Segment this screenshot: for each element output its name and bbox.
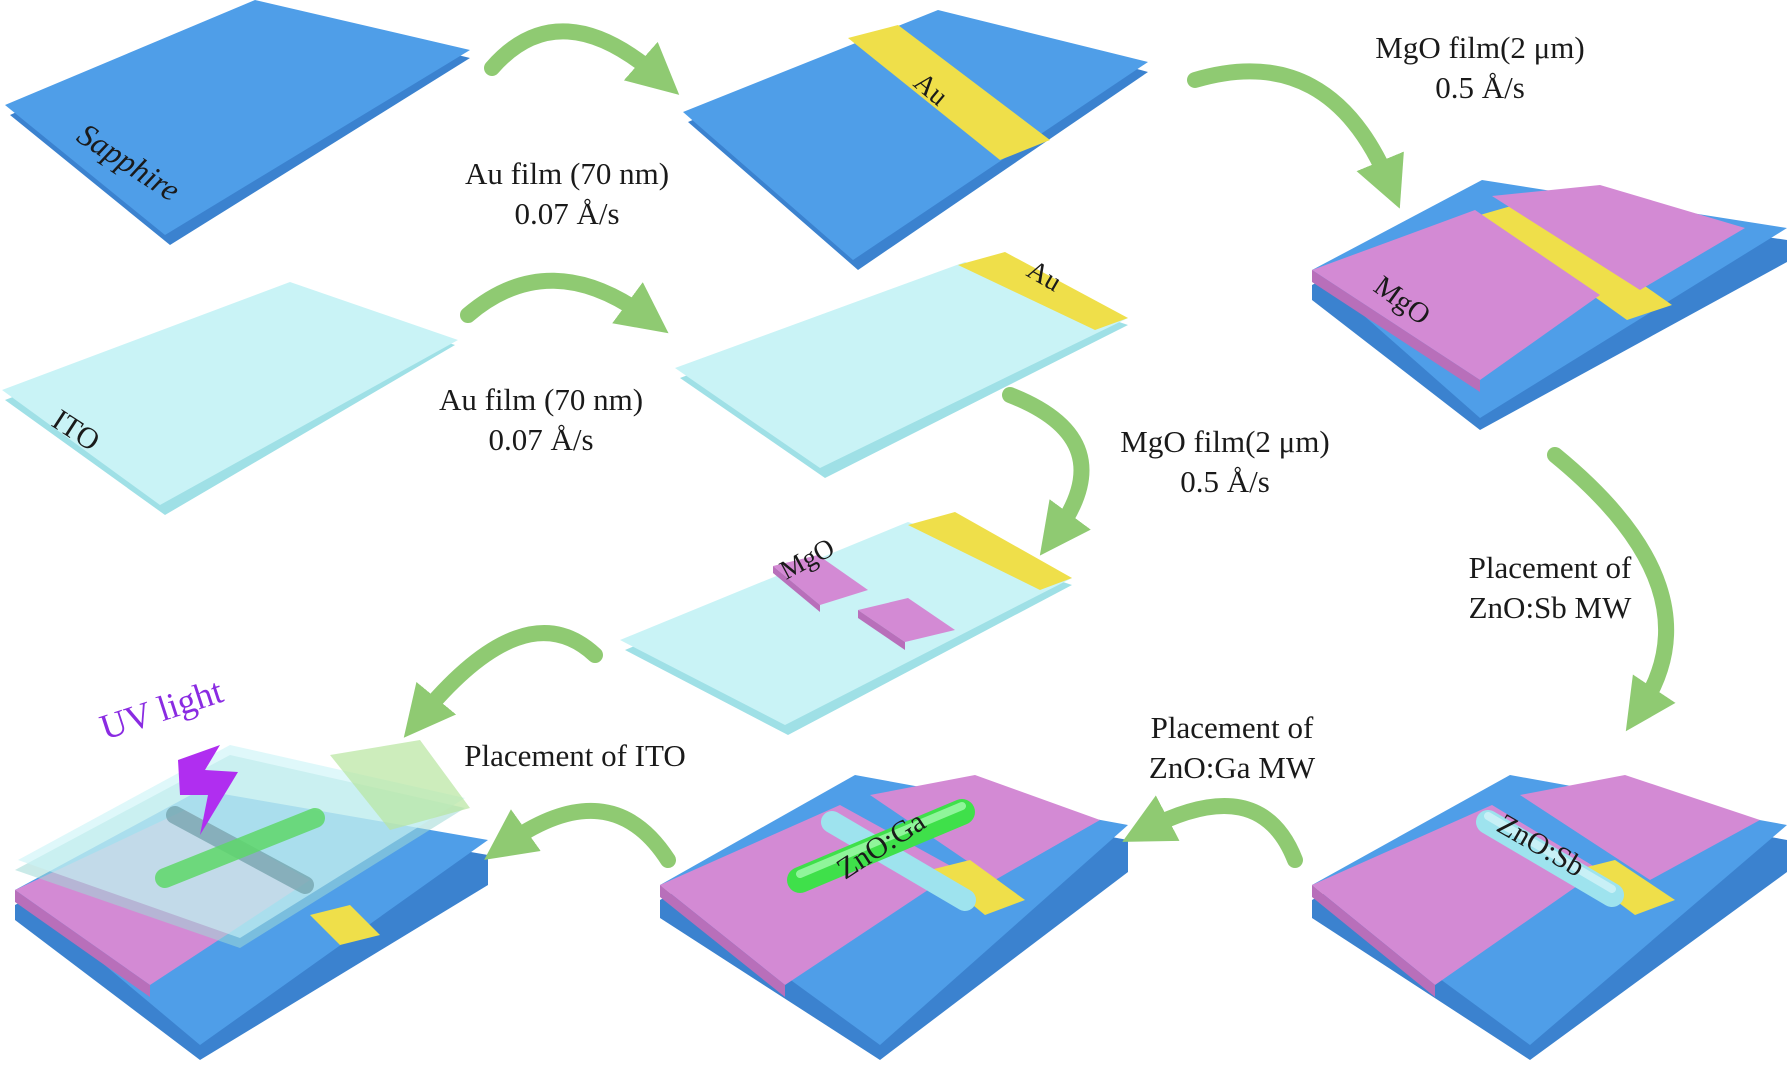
uv-light-label: UV light [95, 671, 228, 748]
process-arrow-icon [1547, 447, 1676, 732]
ito-with-mgo-pads: MgO [620, 512, 1072, 735]
process-arrow-icon [484, 23, 680, 95]
zno-ga-device: ZnO:Ga [660, 775, 1128, 1060]
step-place-ito: Placement of ITO [464, 738, 686, 773]
step-au-sapphire-line1: Au film (70 nm) [465, 156, 669, 191]
step-mgo-ito-line1: MgO film(2 μm) [1120, 424, 1330, 459]
process-arrows [403, 23, 1676, 868]
step-au-sapphire-line2: 0.07 Å/s [514, 196, 619, 231]
process-arrow-icon [403, 625, 603, 738]
step-mgo-ito-line2: 0.5 Å/s [1180, 464, 1270, 499]
step-place-zno-sb-line1: Placement of [1469, 550, 1632, 585]
sapphire-substrate: Sapphire [5, 0, 470, 245]
sapphire-with-au: Au [683, 10, 1148, 270]
step-au-ito-line2: 0.07 Å/s [488, 422, 593, 457]
mgo-on-sapphire: MgO [1312, 180, 1787, 430]
step-place-zno-ga-line1: Placement of [1151, 710, 1314, 745]
step-mgo-sapphire-line1: MgO film(2 μm) [1375, 30, 1585, 65]
process-arrow-icon [484, 802, 676, 868]
process-arrow-icon [1122, 795, 1303, 868]
step-au-ito-line1: Au film (70 nm) [439, 382, 643, 417]
ito-substrate: ITO [2, 282, 458, 515]
step-mgo-sapphire-line2: 0.5 Å/s [1435, 70, 1525, 105]
final-device: UV light [15, 671, 488, 1060]
step-place-zno-sb-line2: ZnO:Sb MW [1469, 590, 1632, 625]
ito-with-au: Au [675, 252, 1128, 478]
step-place-zno-ga-line2: ZnO:Ga MW [1149, 750, 1316, 785]
process-arrow-icon [1002, 387, 1091, 556]
zno-sb-device: ZnO:Sb [1312, 775, 1787, 1060]
lightning-bolt-icon [178, 745, 238, 835]
process-arrow-icon [460, 272, 669, 334]
process-arrow-icon [1187, 63, 1404, 209]
